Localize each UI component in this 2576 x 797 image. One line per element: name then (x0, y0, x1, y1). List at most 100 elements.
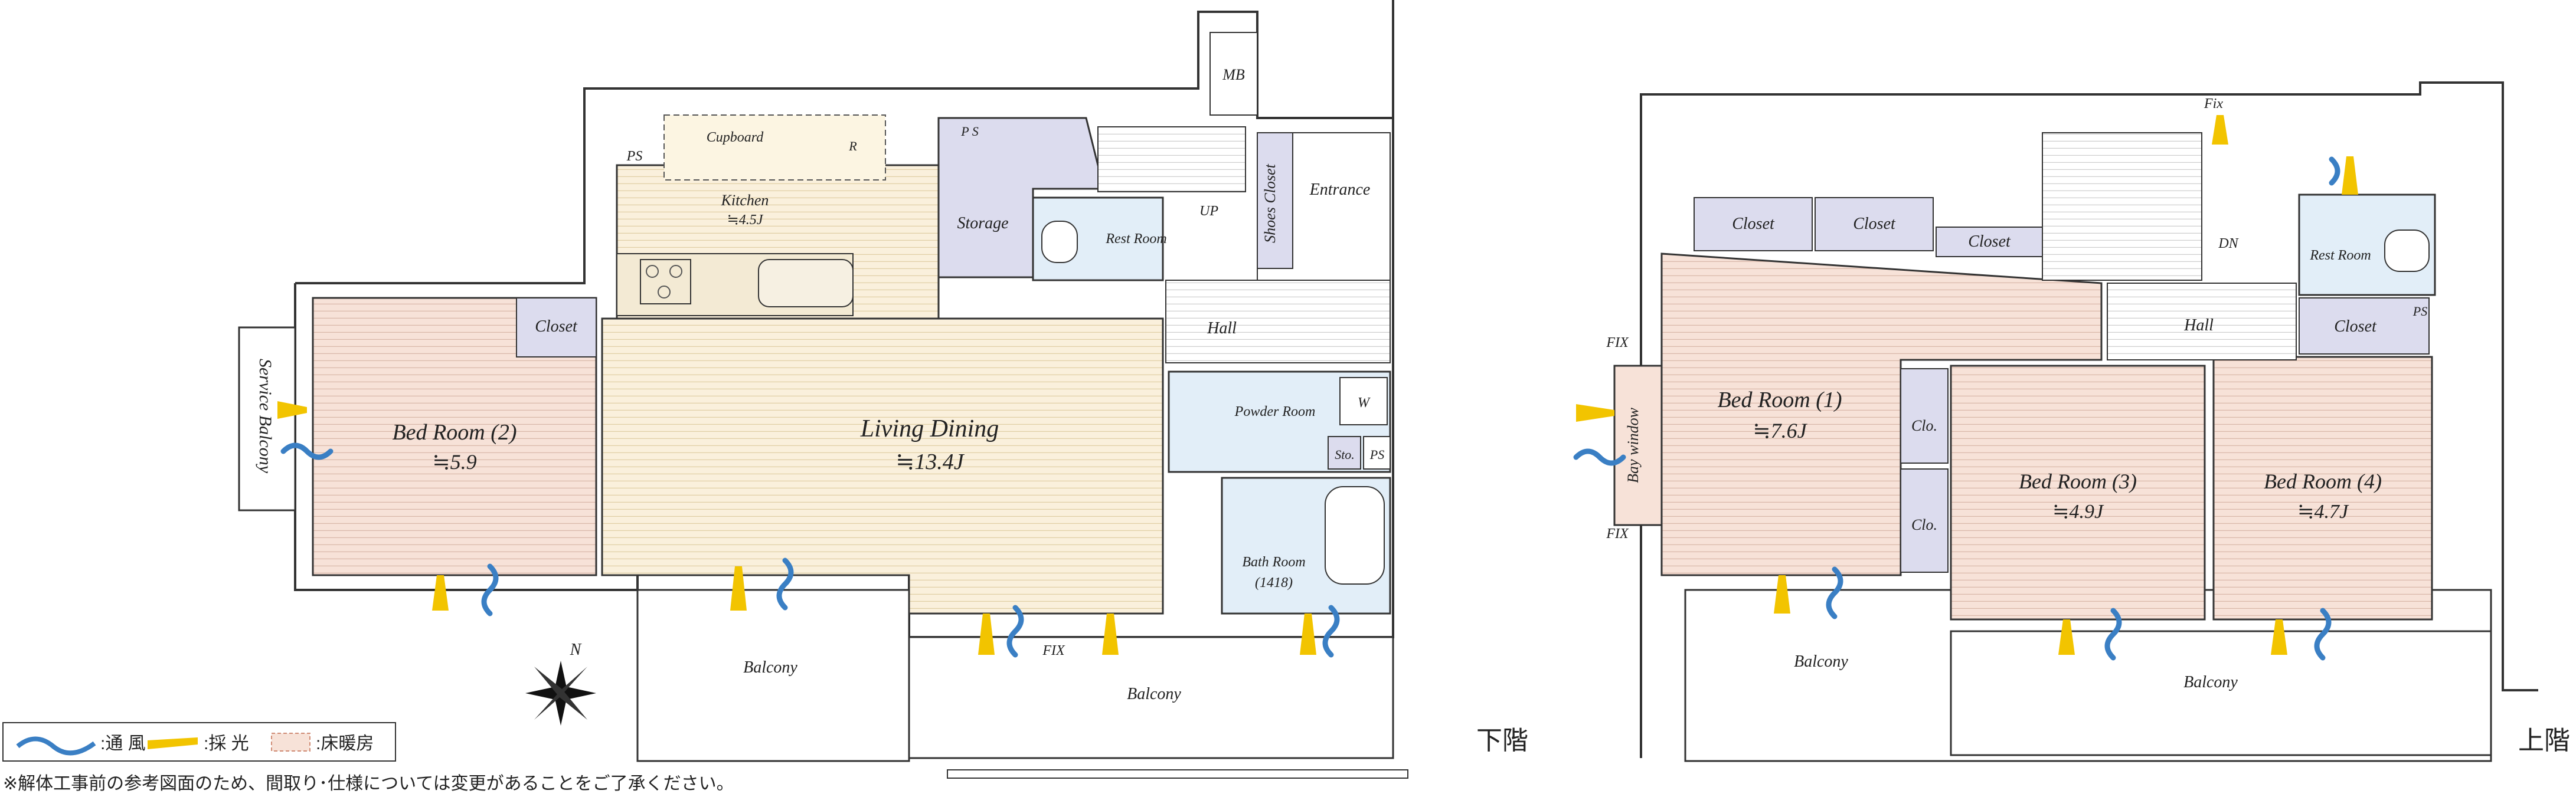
bath-room-label: Bath Room (1242, 555, 1305, 570)
clo-2-label: Clo. (1911, 516, 1937, 533)
bath-room-code: (1418) (1255, 575, 1293, 591)
bedroom-1-label: Bed Room (1) (1717, 388, 1842, 412)
closet-a (1694, 197, 1813, 251)
service-balcony-area (238, 326, 296, 511)
daylight-icon (148, 737, 198, 749)
upper-balcony-right-label: Balcony (2183, 673, 2238, 691)
kitchen-label: Kitchen (721, 192, 769, 209)
bathtub-icon (1325, 486, 1385, 585)
lower-hall-area (1165, 280, 1391, 363)
lower-rest-room-label: Rest Room (1105, 231, 1166, 247)
closet-a-label: Closet (1732, 215, 1775, 233)
service-balcony-label: Service Balcony (256, 359, 275, 474)
disclaimer-note: ※解体工事前の参考図面のため、間取り･仕様については変更があることをご了承くださ… (3, 774, 734, 793)
bedroom-3-area (1950, 365, 2206, 621)
storage-area (937, 117, 1105, 278)
lower-balcony-rail (947, 769, 1408, 779)
floor-heating-icon (271, 733, 310, 752)
kitchen-size: ≒4.5J (727, 212, 764, 228)
legend: :通 風 :採 光 :床暖房 (2, 722, 396, 762)
closet-c-label: Closet (1968, 232, 2011, 251)
living-dining-size: ≒13.4J (895, 450, 965, 474)
bedroom-1-area (1660, 252, 2103, 576)
clo-1 (1900, 368, 1949, 464)
closet-b (1815, 197, 1934, 251)
bedroom-2-closet-label: Closet (535, 317, 578, 336)
mb-area (1209, 32, 1258, 116)
ps-space (1363, 436, 1391, 470)
living-dining-label: Living Dining (860, 415, 999, 442)
lower-stairs (1097, 126, 1246, 192)
bay-window-label: Bay window (1624, 407, 1642, 483)
upper-fix-a: FIX (1606, 335, 1629, 350)
closet-b-label: Closet (1853, 215, 1896, 233)
bedroom-3-size: ≒4.9J (2052, 501, 2104, 523)
upper-rest-room-label: Rest Room (2309, 248, 2371, 263)
burner-icon (669, 265, 682, 278)
bedroom-2-size: ≒5.9 (432, 450, 476, 474)
upper-floor-label: 上階 (2518, 726, 2570, 755)
lower-floor-label: 下階 (1476, 726, 1528, 755)
bedroom-2-closet (516, 297, 597, 357)
storage-label: Storage (957, 214, 1008, 232)
sto-space (1328, 436, 1361, 470)
upper-balcony-left-label: Balcony (1794, 652, 1848, 671)
dn-label: DN (2218, 236, 2239, 251)
north-label: N (570, 641, 582, 659)
washer-space (1339, 377, 1388, 425)
cupboard-area (663, 114, 886, 181)
lower-balcony-left-label: Balcony (743, 658, 797, 677)
ps-label: PS (1369, 447, 1384, 462)
cupboard-label: Cupboard (707, 130, 764, 145)
up-label: UP (1199, 204, 1218, 219)
clo-1-label: Clo. (1911, 417, 1937, 434)
kitchen-sink (758, 259, 854, 307)
lower-vent-markers (280, 442, 1340, 658)
living-dining-area (601, 317, 1164, 615)
bedroom-4-label: Bed Room (4) (2264, 470, 2382, 493)
upper-stairs (2042, 132, 2202, 281)
bedroom-1-size: ≒7.6J (1753, 419, 1807, 442)
shoes-closet (1257, 132, 1293, 269)
closet-d-label: Closet (2334, 317, 2377, 336)
bedroom-3-label: Bed Room (3) (2019, 470, 2137, 493)
lower-floor-plan: Bed Room (2) ≒5.9 Closet Service Balcony… (238, 0, 1528, 779)
refrigerator-label: R (848, 139, 857, 153)
upper-hall-area (2107, 283, 2297, 360)
legend-daylight: :採 光 (204, 734, 249, 753)
lower-balcony-right-label: Balcony (1127, 685, 1181, 703)
clo-2 (1900, 468, 1949, 573)
upper-vent-markers (1573, 156, 2340, 661)
toilet-icon (1041, 221, 1078, 263)
shoes-closet-label: Shoes Closet (1261, 163, 1279, 242)
upper-outer-wall (1640, 81, 2538, 758)
ventilation-icon (16, 736, 96, 756)
entrance-label: Entrance (1309, 181, 1371, 199)
washer-label: W (1358, 395, 1371, 411)
cooktop (640, 259, 691, 304)
sto-label: Sto. (1335, 447, 1355, 462)
upper-ps-label: PS (2412, 304, 2427, 319)
lower-balcony-right (908, 636, 1394, 759)
north-compass: N (525, 641, 596, 726)
legend-ventilation: :通 風 (100, 734, 146, 753)
legend-floor-heating: :床暖房 (316, 734, 374, 753)
lower-light-markers (277, 401, 1316, 655)
burner-icon (646, 265, 659, 278)
upper-fix-b: FIX (1606, 526, 1629, 542)
bedroom-2-label: Bed Room (2) (392, 420, 516, 445)
bedroom-4-area (2212, 356, 2433, 621)
bay-window (1613, 365, 1663, 526)
upper-fix-top: Fix (2204, 96, 2223, 111)
lower-balcony-left (636, 589, 910, 762)
top-ps-label: P S (960, 124, 979, 139)
upper-hall-label: Hall (2183, 316, 2214, 334)
kitchen-ps-label: PS (626, 149, 643, 164)
lower-hall-label: Hall (1207, 319, 1237, 337)
closet-d (2299, 297, 2430, 355)
upper-floor-plan: Bed Room (1) ≒7.6J Bed Room (3) ≒4.9J Be… (1573, 81, 2570, 762)
upper-toilet-icon (2384, 229, 2430, 272)
burner-icon (658, 286, 671, 299)
upper-balcony-right (1950, 630, 2492, 756)
